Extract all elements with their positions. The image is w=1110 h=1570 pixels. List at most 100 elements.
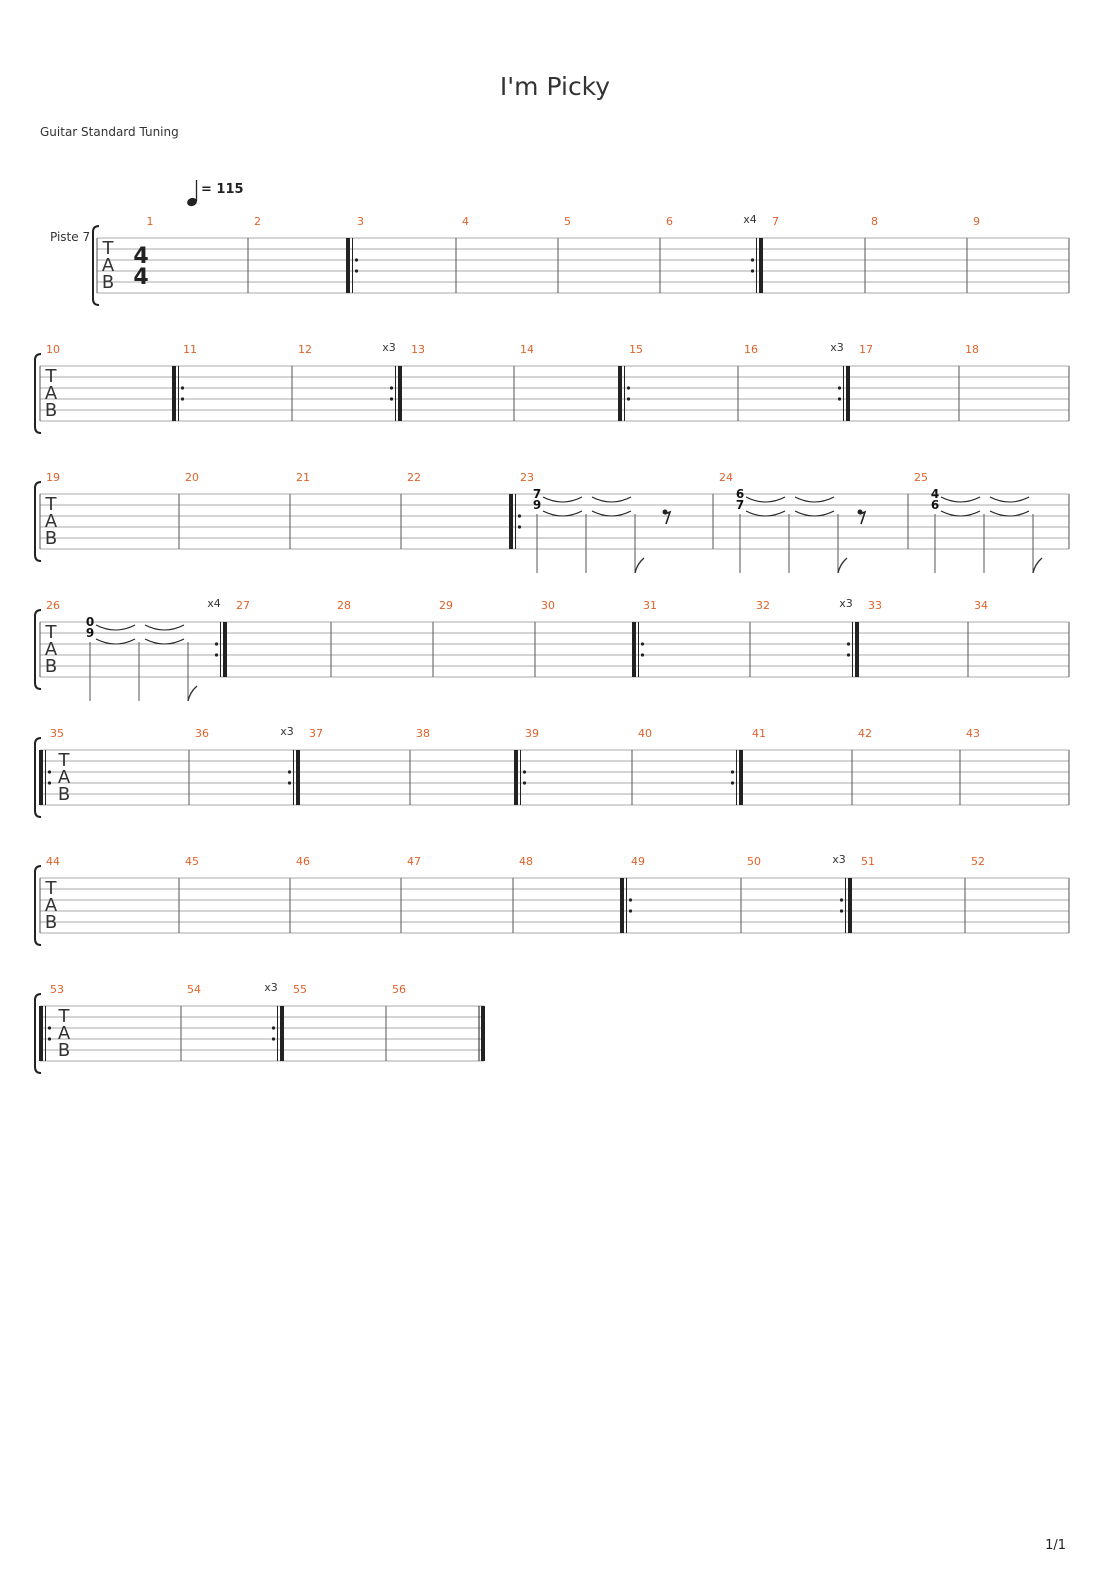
tab-clef-letter: B: [58, 784, 70, 805]
tuning-label: Guitar Standard Tuning: [40, 125, 179, 139]
eighth-rest-icon: [664, 510, 672, 525]
repeat-dot: [522, 770, 527, 774]
repeat-count: x3: [280, 725, 294, 738]
fret-number: 9: [533, 498, 541, 512]
measure-number: 1: [147, 215, 154, 228]
measure-number: 42: [858, 727, 872, 740]
measure-number: 18: [965, 343, 979, 356]
tab-clef-letter: B: [45, 528, 57, 549]
measure-number: 33: [868, 599, 882, 612]
repeat-dot: [271, 1037, 276, 1041]
measure-number: 50: [747, 855, 761, 868]
measure-number: 49: [631, 855, 645, 868]
measure-number: 2: [254, 215, 261, 228]
repeat-count: x3: [830, 341, 844, 354]
tie-arc: [144, 638, 185, 645]
measure-number: 21: [296, 471, 310, 484]
note-flag: [837, 557, 848, 574]
measure-number: 13: [411, 343, 425, 356]
tie-arc: [144, 624, 185, 631]
fret-number: 0: [86, 615, 94, 629]
measure-number: 15: [629, 343, 643, 356]
measure-number: 41: [752, 727, 766, 740]
measure-number: 29: [439, 599, 453, 612]
repeat-dot: [730, 770, 735, 774]
repeat-dot: [846, 653, 851, 657]
measure-number: 37: [309, 727, 323, 740]
repeat-dot: [837, 386, 842, 390]
measure-number: 20: [185, 471, 199, 484]
tab-clef-letter: B: [102, 272, 114, 293]
measure-number: 38: [416, 727, 430, 740]
measure-number: 22: [407, 471, 421, 484]
tab-clef-letter: A: [58, 1023, 71, 1044]
eighth-rest-icon: [859, 510, 867, 525]
repeat-dot: [180, 386, 185, 390]
measure-number: 55: [293, 983, 307, 996]
repeat-dot: [730, 781, 735, 785]
note-flag: [1032, 557, 1043, 574]
repeat-dot: [640, 653, 645, 657]
measure-number: 11: [183, 343, 197, 356]
tempo-note-icon: [187, 197, 197, 207]
fret-number: 6: [931, 498, 939, 512]
repeat-dot: [628, 898, 633, 902]
measure-number: 6: [666, 215, 673, 228]
tab-clef-letter: T: [45, 494, 58, 515]
repeat-count: x3: [382, 341, 396, 354]
measure-number: 16: [744, 343, 758, 356]
tab-clef-letter: B: [58, 1040, 70, 1061]
repeat-dot: [354, 269, 359, 273]
repeat-count: x4: [743, 213, 757, 226]
tab-clef-letter: B: [45, 656, 57, 677]
measure-number: 10: [46, 343, 60, 356]
repeat-dot: [517, 514, 522, 518]
tab-clef-letter: A: [45, 895, 58, 916]
system-bracket: [34, 737, 42, 818]
repeat-dot: [389, 397, 394, 401]
repeat-dot: [271, 1026, 276, 1030]
note-flag: [187, 685, 198, 702]
repeat-dot: [47, 1026, 52, 1030]
tie-arc: [95, 624, 136, 631]
measure-number: 19: [46, 471, 60, 484]
fret-number: 4: [931, 487, 939, 501]
repeat-count: x3: [832, 853, 846, 866]
repeat-dot: [47, 1037, 52, 1041]
measure-number: 54: [187, 983, 201, 996]
measure-number: 26: [46, 599, 60, 612]
tie-arc: [542, 496, 583, 503]
repeat-dot: [389, 386, 394, 390]
repeat-dot: [750, 258, 755, 262]
repeat-dot: [846, 642, 851, 646]
tab-clef-letter: B: [45, 400, 57, 421]
measure-number: 40: [638, 727, 652, 740]
tab-clef-letter: A: [45, 639, 58, 660]
measure-number: 14: [520, 343, 534, 356]
time-signature-top: 4: [133, 244, 148, 269]
repeat-dot: [47, 781, 52, 785]
tab-clef-letter: T: [58, 750, 71, 771]
measure-number: 8: [871, 215, 878, 228]
measure-number: 46: [296, 855, 310, 868]
tie-arc: [745, 510, 786, 517]
tab-clef-letter: A: [45, 383, 58, 404]
measure-number: 39: [525, 727, 539, 740]
repeat-dot: [640, 642, 645, 646]
system-bracket: [34, 993, 42, 1074]
repeat-dot: [287, 770, 292, 774]
measure-number: 47: [407, 855, 421, 868]
tab-clef-letter: B: [45, 912, 57, 933]
measure-number: 28: [337, 599, 351, 612]
tab-clef-letter: T: [45, 878, 58, 899]
tab-clef-letter: A: [58, 767, 71, 788]
note-flag: [634, 557, 645, 574]
tempo-bpm: = 115: [201, 182, 244, 197]
tab-clef-letter: A: [102, 255, 115, 276]
measure-number: 9: [973, 215, 980, 228]
tie-arc: [940, 510, 981, 517]
